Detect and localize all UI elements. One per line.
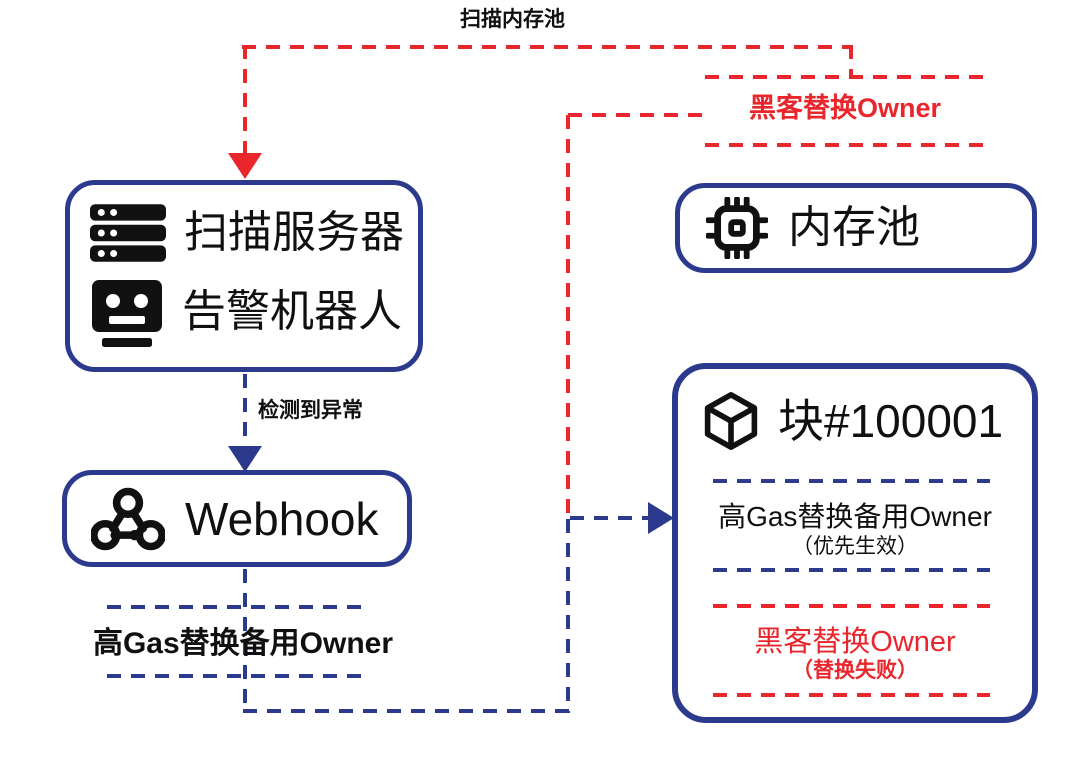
edge-label-scan-mempool: 扫描内存池 <box>460 8 565 31</box>
blue-arrowhead-down-icon <box>228 446 262 472</box>
alert-bot-label: 告警机器人 <box>182 286 402 336</box>
mempool-label: 内存池 <box>788 203 920 252</box>
edge-label-hacker-replace-owner: 黑客替换Owner <box>748 93 942 123</box>
node-scan-server: 扫描服务器 告警机器人 <box>65 180 423 372</box>
red-edge-main-vertical <box>566 115 570 515</box>
blue-edge-into-block <box>570 516 650 520</box>
alert-bot-row: 告警机器人 <box>90 276 418 348</box>
node-webhook: Webhook <box>62 470 412 567</box>
blue-lane-bottom-dash <box>107 674 370 678</box>
block-tx2-bottom-dash <box>713 693 990 697</box>
block-tx1-bottom-dash <box>713 568 990 572</box>
block-tx2-label: 黑客替换Owner <box>754 626 956 658</box>
node-mempool: 内存池 <box>675 183 1037 273</box>
blue-edge-scanner-to-webhook <box>243 374 247 448</box>
block-tx2-top-dash <box>713 604 990 608</box>
block-tx1-top-dash <box>713 479 990 483</box>
red-edge-connector-horizontal <box>568 113 705 117</box>
blue-lane-top-dash <box>107 605 370 609</box>
blue-arrowhead-right-icon <box>648 502 674 534</box>
webhook-icon <box>91 486 165 552</box>
edge-label-high-gas-replace: 高Gas替换备用Owner <box>92 627 394 660</box>
block-title: 块#100001 <box>778 395 1004 447</box>
cpu-icon <box>706 197 768 259</box>
red-arrowhead-down-icon <box>228 153 262 179</box>
blue-edge-webhook-down <box>243 569 247 713</box>
block-tx1-label: 高Gas替换备用Owner <box>718 501 992 532</box>
blue-edge-up-vertical <box>566 519 570 713</box>
scan-server-row: 扫描服务器 <box>90 204 418 263</box>
red-edge-left-vertical <box>243 45 247 153</box>
scan-server-label: 扫描服务器 <box>184 208 404 258</box>
block-tx1-note: （优先生效） <box>792 535 918 558</box>
block-tx2-note: （替换失败） <box>792 659 918 682</box>
server-icon <box>90 204 166 263</box>
cube-icon <box>702 391 760 451</box>
robot-icon <box>90 276 164 348</box>
node-block: 块#100001 高Gas替换备用Owner （优先生效） 黑客替换Owner … <box>672 363 1038 723</box>
red-lane-bottom-dash <box>705 143 985 147</box>
red-edge-connector-vertical <box>849 45 853 77</box>
red-lane-top-dash <box>705 75 985 79</box>
edge-label-anomaly-detected: 检测到异常 <box>258 399 363 422</box>
red-edge-top-horizontal <box>242 45 853 49</box>
block-title-row: 块#100001 <box>702 391 1003 451</box>
blue-edge-bottom-horizontal <box>243 709 570 713</box>
webhook-label: Webhook <box>185 492 379 545</box>
